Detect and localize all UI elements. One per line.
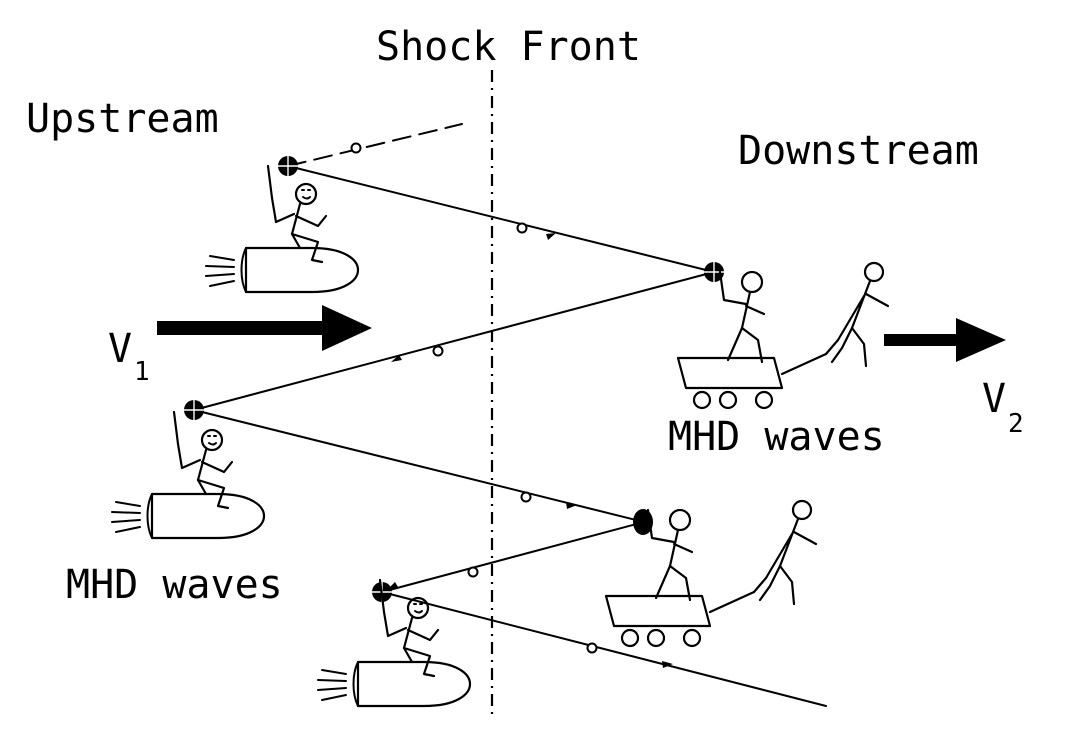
rocket-rider-icon-1 (204, 164, 360, 294)
particle-trajectory (193, 123, 827, 707)
shock-front-label: Shock Front (376, 24, 641, 70)
cart-rider-icon-1 (676, 261, 890, 410)
v2-label: V (982, 376, 1006, 422)
v1-arrow-icon (157, 305, 372, 351)
mhd-waves-upstream-label: MHD waves (66, 562, 283, 608)
v1-label: V (108, 326, 132, 372)
particle-icon-1 (277, 155, 299, 177)
v1-subscript: 1 (134, 357, 150, 387)
particle-icon-3 (183, 399, 205, 421)
upstream-label: Upstream (26, 96, 219, 142)
rocket-rider-icon-3 (316, 578, 472, 708)
v2-subscript: 2 (1008, 409, 1024, 439)
downstream-label: Downstream (738, 128, 979, 174)
rocket-rider-icon-2 (110, 410, 266, 540)
v2-arrow-icon (884, 318, 1006, 362)
mhd-waves-downstream-label: MHD waves (668, 414, 885, 460)
